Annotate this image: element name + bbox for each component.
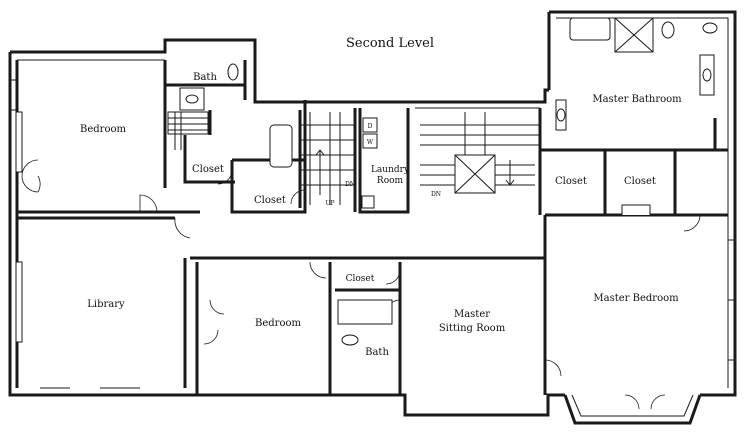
label-master-sitting-1: Master	[454, 309, 490, 320]
label-closet-mb1: Closet	[555, 176, 587, 187]
stair-dn-left: DN	[345, 181, 355, 188]
label-closet-a: Closet	[192, 164, 224, 175]
label-bath-top: Bath	[193, 72, 217, 83]
label-laundry-1: Laundry	[371, 165, 410, 175]
label-master-sitting-2: Sitting Room	[439, 323, 506, 334]
label-bedroom-center: Bedroom	[255, 318, 301, 329]
label-laundry-w: W	[367, 139, 374, 146]
fixtures	[179, 17, 718, 346]
windows	[10, 79, 735, 416]
label-closet-b: Closet	[254, 195, 286, 206]
label-bedroom-left: Bedroom	[80, 124, 126, 135]
stair-up: UP	[325, 200, 334, 207]
label-laundry-d: D	[368, 123, 373, 130]
stair-dn-right: DN	[431, 191, 441, 198]
label-master-bedroom: Master Bedroom	[593, 293, 679, 304]
toilet-icon	[227, 63, 239, 81]
label-master-bathroom: Master Bathroom	[592, 94, 682, 105]
label-laundry-2: Room	[377, 176, 404, 186]
room-labels: Bath Bedroom Closet Closet D W Laundry R…	[80, 72, 682, 358]
doors	[21, 159, 701, 410]
toilet-icon	[341, 334, 359, 346]
toilet-icon	[661, 21, 675, 39]
label-closet-c: Closet	[346, 274, 375, 284]
stair-marks: DN UP DN	[325, 181, 441, 207]
label-closet-mb2: Closet	[624, 176, 656, 187]
bathtub-icon	[569, 17, 611, 41]
interior-walls	[17, 60, 728, 395]
bathtub-icon	[269, 124, 293, 168]
stairs	[167, 111, 540, 205]
plan-title: Second Level	[346, 36, 434, 51]
label-bath-center: Bath	[365, 347, 389, 358]
label-library: Library	[87, 299, 125, 310]
